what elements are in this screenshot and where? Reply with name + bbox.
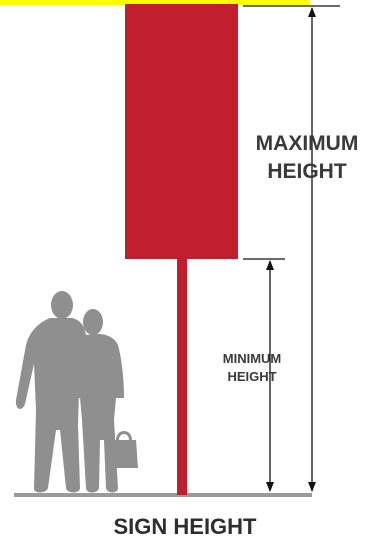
- ground-line: [14, 493, 312, 497]
- woman-head: [83, 309, 103, 335]
- sign-pole: [177, 259, 187, 495]
- minimum-height-label-line1: MINIMUM: [200, 350, 304, 368]
- maximum-height-label: MAXIMUM HEIGHT: [244, 130, 370, 186]
- sign-panel: [125, 4, 238, 259]
- people-silhouette-icon: [16, 291, 138, 493]
- minimum-height-label: MINIMUM HEIGHT: [200, 350, 304, 386]
- minimum-height-label-line2: HEIGHT: [200, 368, 304, 386]
- man-head: [51, 291, 73, 319]
- maximum-height-label-line1: MAXIMUM: [244, 130, 370, 158]
- sign-height-caption: SIGN HEIGHT: [0, 514, 370, 540]
- maximum-height-label-line2: HEIGHT: [244, 158, 370, 186]
- man-body: [16, 318, 86, 493]
- maximum-height-dimension: [243, 6, 340, 492]
